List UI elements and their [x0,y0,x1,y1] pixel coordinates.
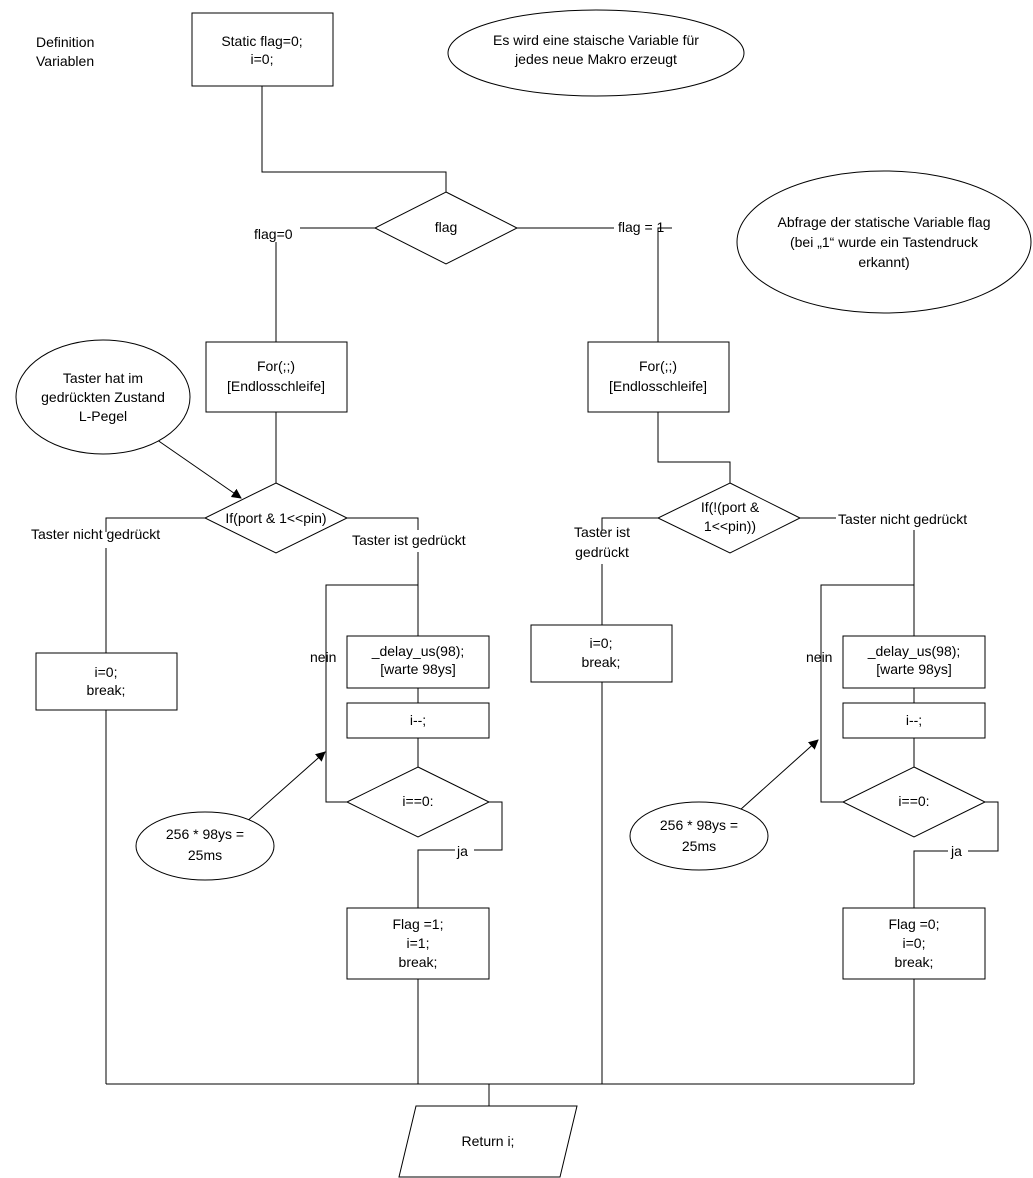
comment-taster-low-line-3: L-Pegel [79,408,127,424]
connector-ja-to-set-left [417,849,455,908]
comment-static-var: Es wird eine staische Variable für jedes… [447,9,745,97]
label-ja-left: ja [456,843,468,859]
label-taster-ist-right-line-2: gedrückt [575,544,629,560]
comment-timing-right: 256 * 98ys = 25ms [629,801,769,871]
box-dec-left: i--; [346,702,490,739]
decision-cmp-right: i==0: [841,766,987,838]
label-nein-left: nein [310,649,336,665]
box-set-left: Flag =1; i=1; break; [346,907,490,980]
comment-timing-left: 256 * 98ys = 25ms [135,811,275,881]
box-set-right-line-3: break; [895,954,934,970]
decision-cmp-left-line-1: i==0: [402,793,433,809]
terminal-return: Return i; [398,1105,578,1178]
label-nein-right: nein [806,649,832,665]
label-ja-right: ja [950,843,962,859]
decision-cmp-left: i==0: [345,766,491,838]
connector-ja-to-set-right [913,850,948,908]
comment-static-var-line-2: jedes neue Makro erzeugt [514,51,677,67]
comment-timing-right-line-2: 25ms [682,838,716,854]
box-set-left-line-3: break; [399,954,438,970]
box-delay-left-line-1: _delay_us(98); [371,643,465,659]
box-delay-left: _delay_us(98); [warte 98ys] [346,635,490,689]
box-for-right: For(;;) [Endlosschleife] [587,341,730,413]
label-taster-ist-right-line-1: Taster ist [574,524,630,540]
decision-cmp-right-line-1: i==0: [898,793,929,809]
comment-static-var-line-1: Es wird eine staische Variable für [493,32,699,48]
box-break-right-line-1: i=0; [590,635,613,651]
box-break-left-line-2: break; [87,682,126,698]
connector-for-right-to-if [657,412,731,483]
box-set-right-line-2: i=0; [903,935,926,951]
connector-flag1-to-for [657,227,672,342]
box-delay-left-line-2: [warte 98ys] [380,661,455,677]
box-break-left: i=0; break; [35,652,178,711]
box-delay-right-line-2: [warte 98ys] [876,661,951,677]
arrow-timing-right [739,739,819,811]
decision-if-right: If(!(port & 1<<pin)) [656,482,802,554]
box-for-left: For(;;) [Endlosschleife] [205,341,348,413]
label-taster-nicht-left: Taster nicht gedrückt [31,526,160,542]
decision-if-left-line-1: If(port & 1<<pin) [225,510,326,526]
connector-cmp-ja-right [968,801,999,852]
connector-loop-right [820,584,914,803]
terminal-return-line-1: Return i; [462,1133,515,1149]
comment-flag-query-line-3: erkannt) [858,254,909,270]
box-break-right: i=0; break; [530,624,673,683]
box-for-right-line-2: [Endlosschleife] [609,378,707,394]
label-taster-ist-left: Taster ist gedrückt [352,532,466,548]
label-taster-nicht-right: Taster nicht gedrückt [838,511,967,527]
box-set-left-line-2: i=1; [407,935,430,951]
label-flag-zero: flag=0 [254,226,293,242]
decision-if-right-line-2: 1<<pin)) [704,518,756,534]
box-delay-right-line-1: _delay_us(98); [867,643,961,659]
label-definition-line-2: Variablen [36,53,94,69]
connectors [105,86,999,1106]
labels: Definition Variablen flag=0 flag = 1 Tas… [31,34,967,859]
box-dec-left-line-1: i--; [410,712,426,728]
decision-flag-line-1: flag [435,219,458,235]
box-for-right-line-1: For(;;) [639,358,677,374]
box-dec-right: i--; [842,702,986,739]
box-init: Static flag=0; i=0; [191,12,334,87]
box-init-line-2: i=0; [251,51,274,67]
arrow-timing-left [244,751,326,824]
box-set-right: Flag =0; i=0; break; [842,907,986,980]
comment-timing-left-line-2: 25ms [188,847,222,863]
comment-taster-low: Taster hat im gedrückten Zustand L-Pegel [15,339,191,455]
decision-if-right-line-1: If(!(port & [701,499,760,515]
box-init-line-1: Static flag=0; [221,33,302,49]
connector-if-right-yes [601,517,658,530]
box-delay-right: _delay_us(98); [warte 98ys] [842,635,986,689]
box-break-right-line-2: break; [582,654,621,670]
box-dec-right-line-1: i--; [906,712,922,728]
box-for-left-line-2: [Endlosschleife] [227,378,325,394]
connector-if-left-no [105,517,205,532]
decision-if-left: If(port & 1<<pin) [203,482,349,554]
comment-flag-query-line-1: Abfrage der statische Variable flag [778,214,991,230]
connector-init-to-flag [261,86,447,192]
connector-loop-left [325,584,418,803]
comment-timing-right-line-1: 256 * 98ys = [660,817,738,833]
label-definition-line-1: Definition [36,34,94,50]
connector-cmp-ja-left [474,801,503,851]
box-set-right-line-1: Flag =0; [889,916,940,932]
comment-taster-low-line-2: gedrückten Zustand [41,389,165,405]
comment-taster-low-line-1: Taster hat im [63,370,143,386]
decision-flag: flag [373,191,519,265]
comment-flag-query-line-2: (bei „1“ wurde ein Tastendruck [790,234,979,250]
arrow-taster-low [149,434,242,499]
comment-flag-query: Abfrage der statische Variable flag (bei… [736,170,1032,314]
label-flag-one: flag = 1 [618,219,665,235]
connector-if-left-yes [347,517,419,530]
box-break-left-line-1: i=0; [95,664,118,680]
box-set-left-line-1: Flag =1; [393,916,444,932]
box-for-left-line-1: For(;;) [257,358,295,374]
comment-timing-left-line-1: 256 * 98ys = [166,826,244,842]
